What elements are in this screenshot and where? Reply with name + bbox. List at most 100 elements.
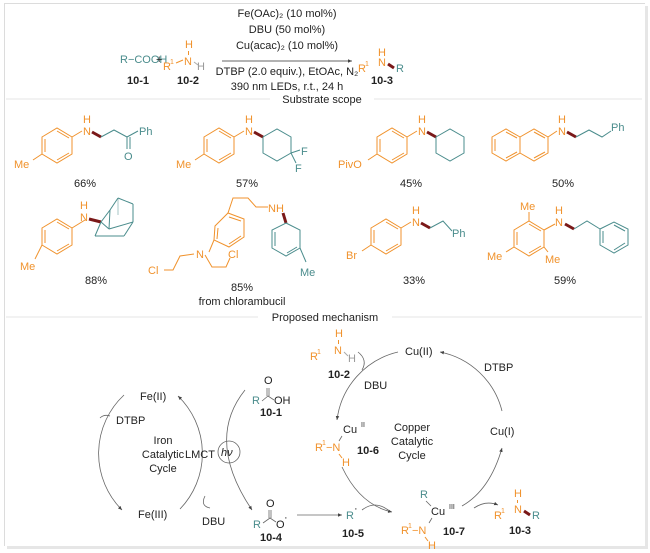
id-10-3: 10-3	[371, 75, 393, 87]
species-10-5: R · 10-5	[342, 503, 364, 540]
id-10-1: 10-1	[127, 75, 149, 87]
n-atom: N	[184, 56, 192, 68]
h-atom: H	[428, 540, 436, 552]
copper-title-3: Cycle	[398, 450, 426, 462]
cu-arc-lower-left	[341, 466, 393, 513]
o-atom-2: O	[276, 519, 285, 531]
lmct-label: LMCT	[185, 449, 215, 461]
ph-label: Ph	[139, 126, 152, 138]
h-atom: H	[558, 114, 566, 126]
copper-title-2: Catalytic	[391, 436, 434, 448]
acid-label: R−COOH	[120, 54, 167, 66]
substrate-7: Br H N Ph 33%	[346, 205, 465, 287]
n-atom: N	[412, 217, 420, 229]
r-atom: R	[346, 510, 354, 522]
iron-title-2: Catalytic	[142, 449, 185, 461]
r-atom: R	[253, 519, 261, 531]
r1-sup: 1	[501, 508, 505, 515]
id-10-7: 10-7	[443, 526, 465, 538]
substrate-3: PivO H N 45%	[338, 114, 465, 190]
dbu-hook	[202, 495, 211, 509]
condition-iron: Fe(OAc)₂ (10 mol%)	[237, 8, 336, 20]
yield: 50%	[552, 178, 574, 190]
acid-to-carboxyl-arrow	[226, 389, 253, 511]
species-10-6: Cu II R 1 −N H 10-6	[315, 422, 379, 469]
cu-arc-upper-right	[439, 351, 503, 412]
substituent: Me	[300, 267, 315, 279]
h-right: H	[348, 353, 356, 365]
fluorine-2: F	[295, 163, 302, 175]
id-10-6: 10-6	[357, 445, 379, 457]
r1-sup: 1	[170, 59, 174, 66]
yield: 59%	[554, 275, 576, 287]
nh-group: NH	[268, 203, 284, 215]
deprotonation-hook	[357, 351, 365, 371]
r1-sup: 1	[322, 440, 326, 447]
h-atom: H	[83, 114, 91, 126]
h-atom: H	[245, 114, 253, 126]
copper-oxidant: DTBP	[484, 362, 513, 374]
oh-group: OH	[274, 395, 291, 407]
n-atom: N	[418, 126, 426, 138]
yield: 45%	[400, 178, 422, 190]
yield: 57%	[236, 178, 258, 190]
n-atom: N	[555, 217, 563, 229]
substituent-bottom: Me	[545, 254, 560, 266]
yield: 85%	[231, 282, 253, 294]
h-top: H	[335, 328, 343, 340]
substituent-left: Me	[487, 251, 502, 263]
chlorine-1: Cl	[148, 265, 158, 277]
n-atom: N	[196, 249, 204, 261]
yield: 66%	[74, 178, 96, 190]
n-atom: N	[83, 126, 91, 138]
id-10-1: 10-1	[260, 407, 282, 419]
r1-atom: R	[310, 351, 318, 363]
radical-dot: ·	[284, 512, 288, 524]
h-atom: H	[342, 457, 350, 469]
condition-oxidant: DTBP (2.0 equiv.), EtOAc, N₂	[216, 66, 359, 78]
h-top: H	[185, 39, 193, 51]
iron-title-3: Cycle	[149, 463, 177, 475]
cu-atom: Cu	[343, 424, 357, 436]
carbonyl-o: O	[124, 151, 133, 163]
cu-atom: Cu	[431, 506, 445, 518]
n-atom: N	[80, 212, 88, 224]
cu1-label: Cu(I)	[490, 426, 514, 438]
condition-copper: Cu(acac)₂ (10 mol%)	[236, 40, 338, 52]
r-atom: R	[396, 63, 404, 75]
cu-oxidation: III	[449, 504, 455, 511]
fe3-label: Fe(III)	[138, 509, 167, 521]
n-atom: N	[514, 504, 522, 516]
iron-arc-left	[98, 394, 125, 511]
fluorine-1: F	[301, 146, 308, 158]
r1-sup: 1	[317, 349, 321, 356]
fe2-label: Fe(II)	[140, 391, 166, 403]
species-10-7: R Cu III R 1 −N H 10-7	[401, 489, 465, 552]
r1-atom: R	[494, 510, 502, 522]
cu-oxidation: II	[361, 422, 365, 429]
id-10-2: 10-2	[328, 369, 350, 381]
id-10-3: 10-3	[509, 525, 531, 537]
r1-atom: R	[163, 61, 171, 73]
dtbp-hook	[99, 414, 111, 419]
substrate-5: Me H N 88%	[20, 197, 134, 287]
substituent-top: Me	[520, 201, 535, 213]
r1-sup: 1	[408, 523, 412, 530]
reductive-elimination-arrow	[473, 501, 499, 509]
iron-base: DBU	[202, 516, 225, 528]
r1-atom: R	[315, 442, 323, 454]
r1-atom: R	[358, 63, 366, 75]
cu-arc-upper-left	[335, 351, 399, 421]
id-10-4: 10-4	[260, 532, 283, 544]
id-10-2: 10-2	[177, 75, 199, 87]
yield: 88%	[85, 275, 107, 287]
h-atom: H	[80, 200, 88, 212]
n-atom: N	[378, 57, 386, 69]
h-right: H	[197, 61, 205, 73]
r-atom: R	[532, 510, 540, 522]
chlorine-2: Cl	[228, 249, 238, 261]
n-atom: N	[334, 345, 342, 357]
cu-arc-lower-right	[461, 447, 503, 507]
substrate-1: Me H N O Ph 66%	[14, 114, 152, 190]
